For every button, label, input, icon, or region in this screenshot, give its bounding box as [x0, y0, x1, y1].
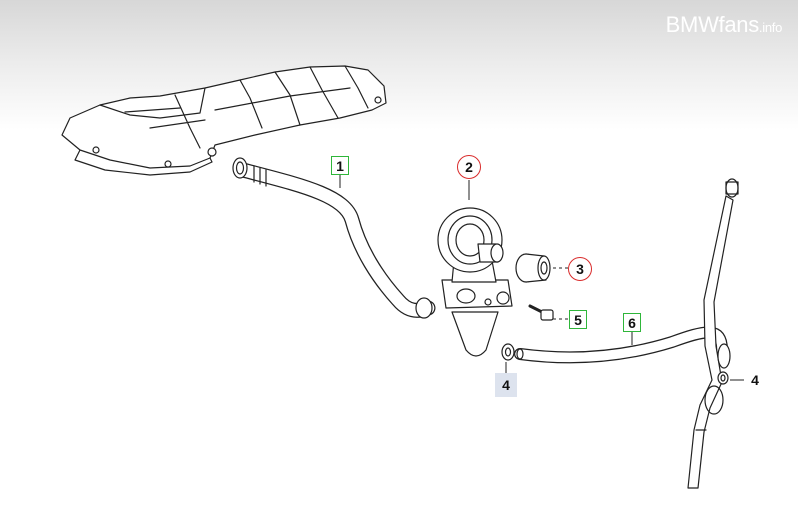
screw-5: [528, 304, 554, 321]
callout-5-label: 5: [574, 311, 582, 328]
callout-6-label: 6: [628, 314, 636, 331]
oil-separator: [437, 207, 513, 357]
clamp-4-right: [717, 371, 729, 385]
grommet-3: [515, 253, 551, 283]
callout-1[interactable]: 1: [331, 156, 349, 175]
callout-3[interactable]: 3: [568, 257, 592, 281]
callout-4-left[interactable]: 4: [495, 373, 517, 397]
hose-6: [514, 326, 728, 364]
callout-5[interactable]: 5: [569, 310, 587, 329]
valve-cover: [61, 65, 387, 176]
watermark-tld: .info: [758, 20, 782, 35]
callout-4-right[interactable]: 4: [746, 369, 764, 391]
callout-2[interactable]: 2: [457, 155, 481, 179]
dipstick-tube: [687, 178, 739, 489]
callout-2-label: 2: [465, 159, 473, 175]
hose-1: [232, 157, 436, 319]
callout-6[interactable]: 6: [623, 313, 641, 332]
site-watermark: BMWfans.info: [665, 12, 783, 38]
callout-3-label: 3: [576, 261, 584, 277]
callout-4-right-label: 4: [751, 372, 759, 388]
callout-1-label: 1: [336, 157, 344, 174]
callout-4-left-label: 4: [502, 377, 510, 393]
leader-lines: [339, 175, 744, 381]
clamp-4-left: [501, 343, 515, 361]
watermark-brand: BMWfans: [665, 12, 760, 37]
